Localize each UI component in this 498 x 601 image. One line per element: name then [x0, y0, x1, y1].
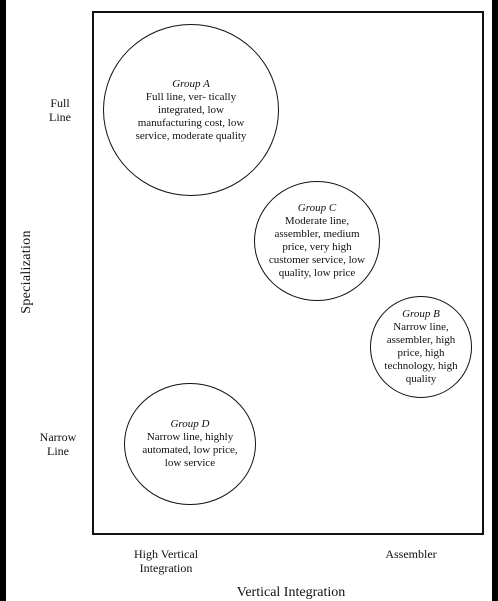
plot-area: Group A Full line, ver- tically integrat… [92, 11, 484, 535]
group-d-name: Group D [170, 418, 210, 430]
group-c-description: Moderate line, assembler, medium price, … [268, 215, 366, 279]
x-axis-title: Vertical Integration [236, 585, 346, 600]
group-c-name: Group C [297, 202, 337, 214]
group-a-name: Group A [172, 77, 210, 90]
group-a-description: Full line, ver- tically integrated, low … [135, 90, 247, 142]
y-axis-title: Specialization [19, 230, 34, 314]
group-d-circle: Group D Narrow line, highly automated, l… [124, 383, 256, 505]
x-right-label: Assembler [385, 547, 437, 561]
y-bottom-label: Narrow Line [39, 430, 77, 458]
group-d-description: Narrow line, highly automated, low price… [142, 431, 238, 469]
group-c-circle: Group C Moderate line, assembler, medium… [254, 181, 380, 301]
y-top-label: Full Line [49, 96, 71, 124]
diagram-page: Specialization Full Line Narrow Line Gro… [6, 0, 492, 601]
x-left-label: High Vertical Integration [133, 547, 199, 575]
group-b-circle: Group B Narrow line, assembler, high pri… [370, 296, 472, 398]
group-b-name: Group B [402, 308, 440, 320]
group-b-description: Narrow line, assembler, high price, high… [384, 321, 458, 385]
group-a-circle: Group A Full line, ver- tically integrat… [103, 24, 279, 196]
